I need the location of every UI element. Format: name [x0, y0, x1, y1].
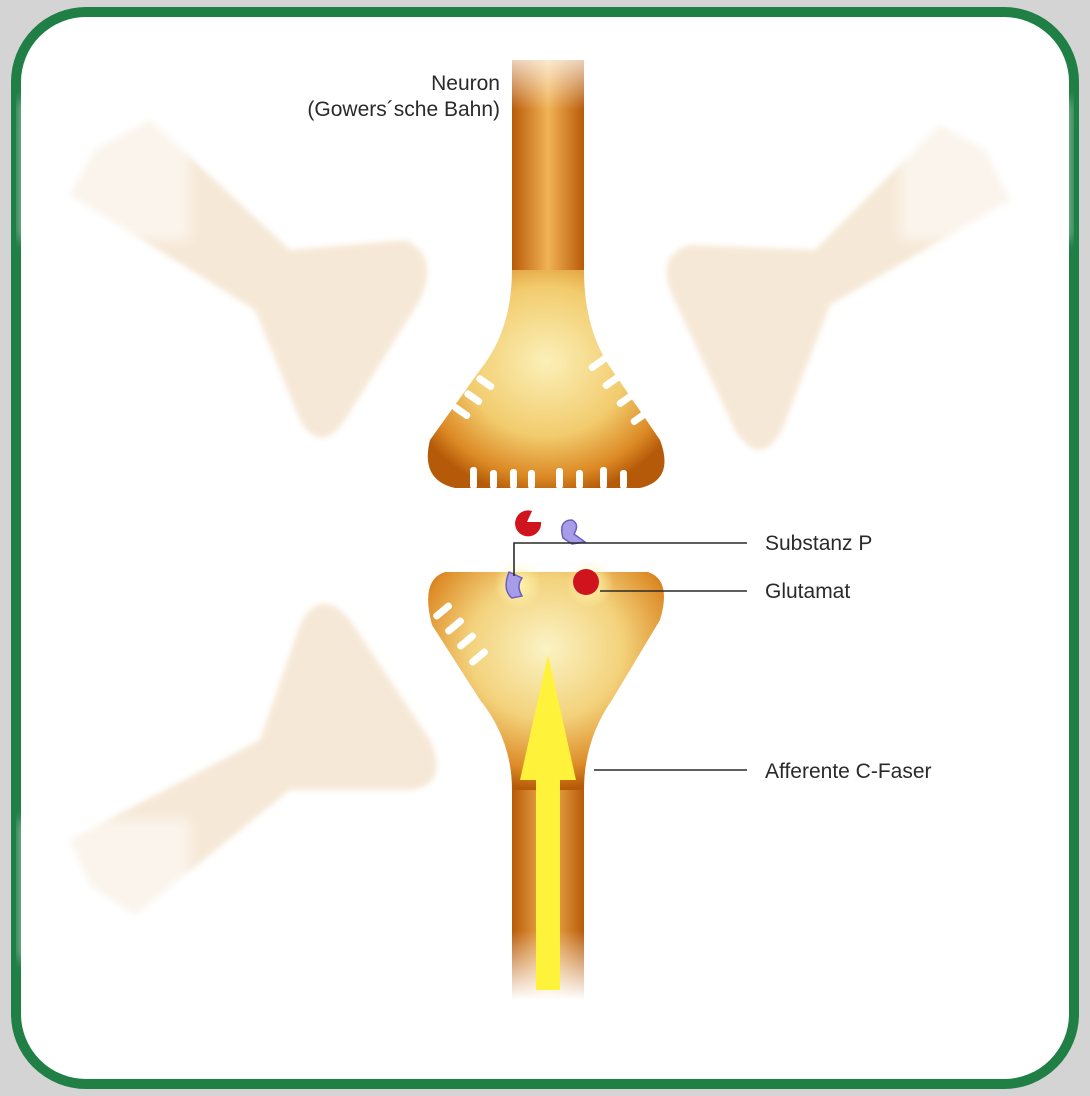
glutamat-vesicle-molecule [573, 569, 599, 595]
neuron-label-line1: Neuron [431, 72, 500, 95]
neuron-label-line2: (Gowers´sche Bahn) [307, 98, 500, 121]
glutamat-label: Glutamat [765, 580, 850, 603]
afferente-c-faser-label: Afferente C-Faser [765, 760, 932, 783]
substanz-p-label: Substanz P [765, 532, 872, 555]
